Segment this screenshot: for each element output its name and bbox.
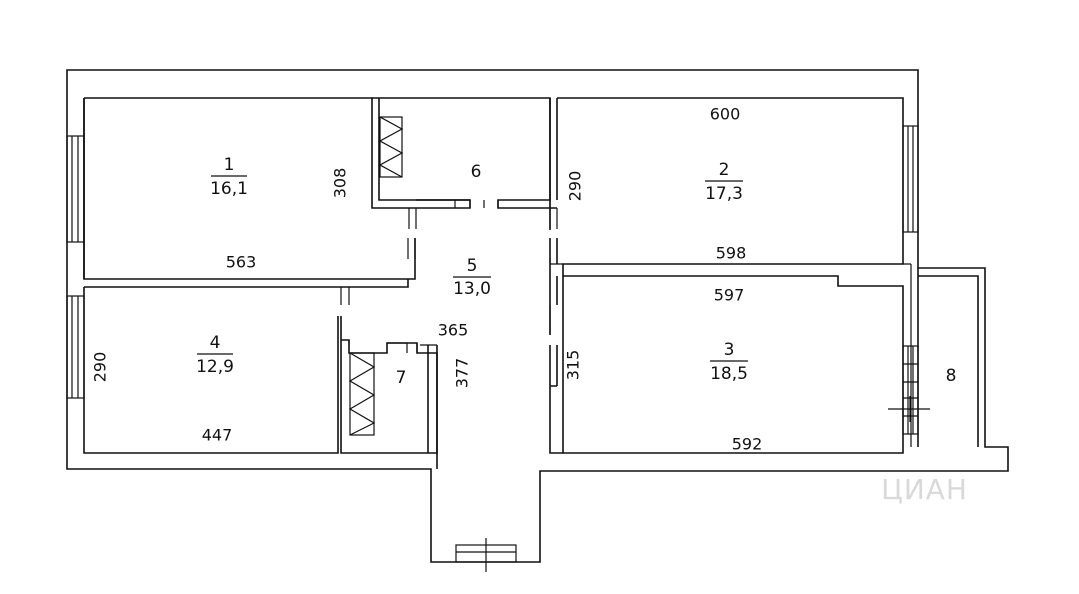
room-3-area: 18,5	[710, 364, 748, 384]
room-7-number: 7	[396, 368, 407, 388]
room-8-number: 8	[946, 366, 957, 386]
balcony-8	[903, 263, 979, 447]
window-right-balcony	[888, 345, 930, 435]
dimension-563: 563	[226, 253, 257, 272]
dimension-308: 308	[331, 168, 350, 199]
dimension-290-room4: 290	[91, 352, 110, 383]
room-1	[83, 97, 471, 280]
entrance-door	[455, 538, 517, 572]
dimension-315: 315	[564, 350, 583, 381]
outer-wall	[66, 69, 1009, 563]
room-5-area: 13,0	[453, 279, 491, 299]
room-5-number: 5	[467, 256, 478, 276]
shelving-7	[348, 352, 376, 436]
room-4-label: 4 12,9	[196, 333, 234, 377]
shelving-6	[378, 116, 404, 178]
dimension-377: 377	[453, 358, 472, 389]
room-7	[340, 316, 438, 469]
dimension-365: 365	[438, 321, 469, 340]
room-2-label: 2 17,3	[705, 160, 743, 204]
dimension-600: 600	[710, 105, 741, 124]
room-6	[372, 97, 557, 259]
room-2-number: 2	[719, 160, 730, 180]
dimension-447: 447	[202, 426, 233, 445]
dimension-290-room2: 290	[566, 171, 585, 202]
room-1-area: 16,1	[210, 179, 248, 199]
room-3-number: 3	[724, 340, 735, 360]
room-5-label: 5 13,0	[453, 256, 491, 299]
dimension-592: 592	[732, 435, 763, 454]
room-4	[83, 279, 409, 454]
room-4-number: 4	[210, 333, 221, 353]
window-right-top	[902, 125, 919, 233]
room-3	[549, 276, 904, 454]
window-left-top	[66, 135, 85, 243]
room-3-label: 3 18,5	[710, 340, 748, 384]
dimension-597: 597	[714, 286, 745, 305]
room-4-area: 12,9	[196, 357, 234, 377]
watermark: ЦИАН	[881, 473, 968, 506]
room-1-label: 1 16,1	[210, 155, 248, 199]
room-2-area: 17,3	[705, 184, 743, 204]
room-6-number: 6	[471, 162, 482, 182]
window-left-bottom	[66, 295, 85, 399]
room-1-number: 1	[224, 155, 235, 175]
dimension-598: 598	[716, 244, 747, 263]
